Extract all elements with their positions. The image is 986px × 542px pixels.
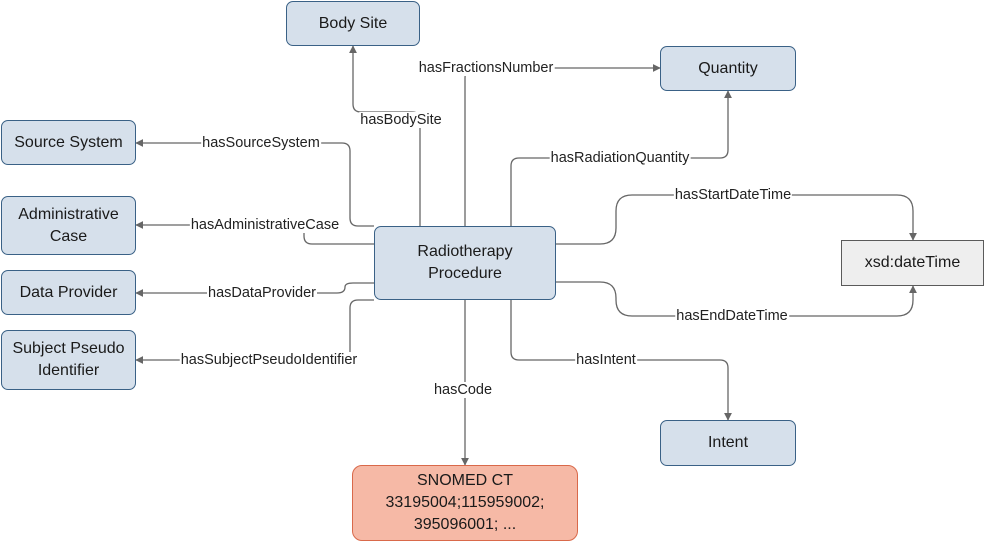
label-has-end-date-time: hasEndDateTime [675, 308, 789, 324]
label-has-body-site: hasBodySite [359, 112, 443, 128]
edge-has-fractions-number [464, 64, 661, 226]
node-snomed-ct: SNOMED CT 33195004;115959002; 395096001;… [352, 465, 578, 541]
label-has-start-date-time: hasStartDateTime [673, 187, 793, 203]
node-subject-pseudo-identifier-label: Subject Pseudo Identifier [12, 340, 125, 379]
node-xsd-datetime: xsd:dateTime [841, 240, 984, 286]
node-intent: Intent [660, 420, 796, 466]
node-administrative-case: Administrative Case [1, 196, 136, 255]
node-snomed-ct-title: SNOMED CT [417, 472, 513, 489]
node-intent-label: Intent [707, 434, 749, 451]
edge-has-start-date-time [556, 194, 917, 245]
node-xsd-datetime-label: xsd:dateTime [864, 254, 961, 271]
node-data-provider: Data Provider [1, 270, 136, 315]
node-administrative-case-label: Administrative Case [18, 205, 119, 245]
node-radiotherapy-procedure: Radiotherapy Procedure [374, 226, 556, 300]
label-has-fractions-number: hasFractionsNumber [417, 60, 555, 76]
node-quantity: Quantity [660, 46, 796, 91]
label-has-radiation-quantity: hasRadiationQuantity [549, 150, 691, 166]
node-radiotherapy-procedure-label: Radiotherapy Procedure [417, 243, 513, 282]
node-subject-pseudo-identifier: Subject Pseudo Identifier [1, 330, 136, 390]
edge-has-end-date-time [556, 281, 917, 317]
label-has-administrative-case: hasAdministrativeCase [189, 217, 341, 233]
edge-has-source-system [135, 139, 374, 227]
node-body-site-label: Body Site [318, 14, 388, 32]
edge-has-data-provider [135, 282, 374, 297]
node-source-system-label: Source System [14, 133, 123, 151]
edge-has-body-site [349, 45, 421, 226]
node-data-provider-label: Data Provider [19, 283, 118, 301]
label-has-subject-pseudo-identifier: hasSubjectPseudoIdentifier [179, 352, 359, 368]
node-source-system: Source System [1, 120, 136, 165]
label-has-data-provider: hasDataProvider [207, 285, 317, 301]
label-has-code: hasCode [432, 382, 494, 398]
edge-has-subject-pseudo-identifier [135, 299, 374, 364]
label-has-intent: hasIntent [575, 352, 637, 368]
label-has-source-system: hasSourceSystem [201, 135, 321, 151]
node-body-site: Body Site [286, 1, 420, 46]
node-quantity-label: Quantity [698, 59, 758, 77]
node-snomed-ct-codes: 33195004;115959002; 395096001; ... [385, 494, 545, 533]
